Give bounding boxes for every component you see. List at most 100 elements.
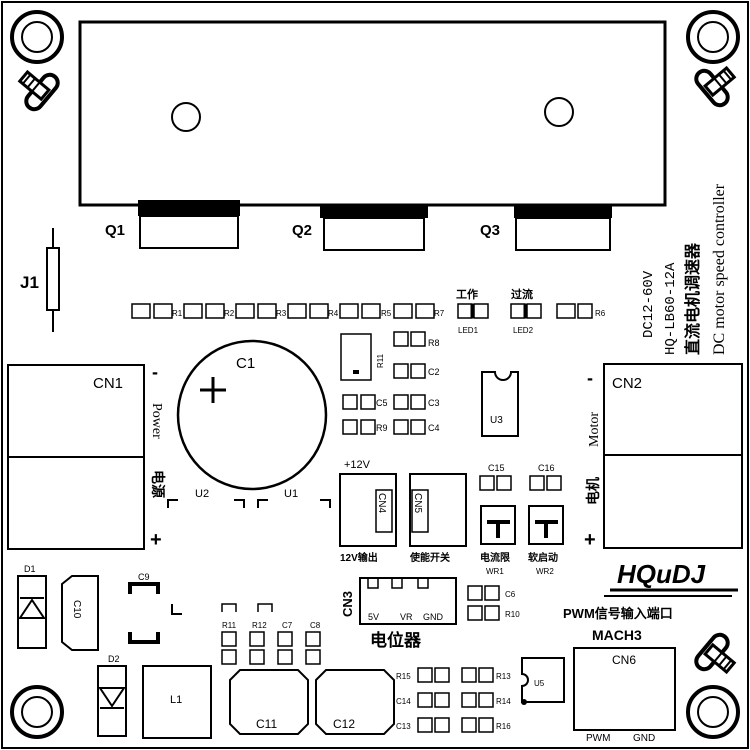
svg-text:J1: J1 bbox=[20, 273, 39, 292]
svg-text:电机: 电机 bbox=[585, 477, 601, 505]
svg-text:Motor: Motor bbox=[587, 412, 602, 447]
diode-d2: D2 bbox=[97, 654, 127, 737]
svg-text:-: - bbox=[587, 368, 593, 388]
mounting-hole-bottom-right bbox=[686, 685, 740, 739]
transistor-q1: Q1 bbox=[105, 200, 240, 249]
connector-cn3: CN3 5V VR GND 电位器 bbox=[340, 577, 457, 650]
mid-component-labels: R11 R8 C2 C5 C3 R9 C4 bbox=[376, 338, 440, 433]
svg-text:Q2: Q2 bbox=[292, 222, 312, 239]
svg-text:WR2: WR2 bbox=[536, 567, 554, 576]
inductor-l1: L1 bbox=[142, 665, 212, 739]
mid-component-block bbox=[340, 331, 426, 435]
svg-text:C8: C8 bbox=[310, 621, 321, 630]
svg-text:Q1: Q1 bbox=[105, 222, 125, 239]
svg-text:+: + bbox=[150, 529, 162, 551]
svg-text:C1: C1 bbox=[236, 355, 255, 372]
bottom-right-small-labels: R15 C14 C13 R13 R14 R16 bbox=[396, 672, 511, 731]
c6-r10: C6 R10 bbox=[467, 585, 520, 621]
heatsink bbox=[78, 20, 667, 207]
svg-text:C9: C9 bbox=[138, 572, 150, 582]
svg-text:CN6: CN6 bbox=[612, 653, 636, 667]
pin1-marker bbox=[353, 370, 359, 374]
english-title: DC motor speed controller bbox=[711, 183, 728, 355]
svg-text:R13: R13 bbox=[496, 672, 511, 681]
svg-text:U3: U3 bbox=[490, 415, 503, 426]
svg-text:D2: D2 bbox=[108, 654, 120, 664]
svg-text:LED2: LED2 bbox=[513, 326, 534, 335]
led-1: 工作 LED1 bbox=[456, 287, 489, 335]
svg-text:C2: C2 bbox=[428, 367, 440, 377]
svg-text:LED1: LED1 bbox=[458, 326, 479, 335]
svg-text:C7: C7 bbox=[282, 621, 293, 630]
regulator-u2-label: U2 bbox=[195, 488, 209, 500]
power-labels: - Power 电源 + bbox=[149, 362, 166, 551]
svg-text:CN5: CN5 bbox=[412, 493, 423, 513]
svg-text:R4: R4 bbox=[328, 309, 339, 318]
chinese-title: 直流电机调速器 bbox=[683, 242, 702, 355]
ic-u3: U3 bbox=[481, 371, 519, 437]
bottom-small-labels: R11 R12 C7 C8 bbox=[222, 621, 321, 630]
svg-text:MACH3: MACH3 bbox=[592, 627, 642, 643]
svg-text:WR1: WR1 bbox=[486, 567, 504, 576]
svg-text:R11: R11 bbox=[222, 621, 237, 630]
svg-text:R11: R11 bbox=[376, 353, 385, 368]
svg-text:R10: R10 bbox=[505, 610, 520, 619]
regulator-u1-label: U1 bbox=[284, 488, 298, 500]
transistor-q2: Q2 bbox=[292, 204, 428, 251]
capacitor-c11: C11 bbox=[229, 669, 309, 735]
svg-text:C14: C14 bbox=[396, 697, 411, 706]
screw-icon bbox=[17, 69, 60, 112]
out12v-label: 12V输出 bbox=[340, 551, 378, 564]
svg-text:5V: 5V bbox=[368, 612, 379, 622]
svg-text:Q3: Q3 bbox=[480, 222, 500, 239]
svg-text:R3: R3 bbox=[276, 309, 287, 318]
enable-switch-label: 使能开关 bbox=[409, 551, 450, 564]
board-title-block: DC12-60V HQ-LB60-12A 直流电机调速器 DC motor sp… bbox=[641, 183, 728, 355]
header-cn4: CN4 bbox=[339, 473, 397, 547]
svg-text:GND: GND bbox=[423, 612, 444, 622]
led-2: 过流 LED2 bbox=[510, 287, 542, 335]
transistor-q3: Q3 bbox=[480, 204, 612, 251]
brand-logo: HQuDJ bbox=[604, 559, 738, 597]
svg-text:软启动: 软启动 bbox=[528, 551, 558, 564]
svg-text:GND: GND bbox=[633, 733, 655, 744]
bottom-right-small-parts bbox=[417, 667, 494, 733]
pwm-input-port: PWM信号输入端口 MACH3 CN6 PWM GND bbox=[563, 606, 676, 744]
resistor-row-top bbox=[131, 303, 593, 319]
svg-text:R16: R16 bbox=[496, 722, 511, 731]
svg-text:PWM信号输入端口: PWM信号输入端口 bbox=[563, 606, 673, 621]
ic-u5: U5 bbox=[521, 657, 565, 705]
trim-block: C15 C16 电流限 软启动 WR1 WR2 bbox=[479, 463, 564, 576]
svg-text:C15: C15 bbox=[488, 463, 505, 473]
screw-icon bbox=[694, 632, 737, 675]
svg-text:C6: C6 bbox=[505, 590, 516, 599]
svg-text:L1: L1 bbox=[170, 694, 182, 706]
mounting-hole-top-right bbox=[686, 10, 740, 64]
svg-text:R15: R15 bbox=[396, 672, 411, 681]
terminal-cn2: CN2 bbox=[603, 363, 743, 549]
capacitor-c1: C1 bbox=[176, 339, 328, 491]
svg-text:R8: R8 bbox=[428, 338, 440, 348]
svg-text:CN1: CN1 bbox=[93, 375, 123, 392]
svg-text:C16: C16 bbox=[538, 463, 555, 473]
resistor-labels-top: R1 R2 R3 R4 R5 R7 R6 bbox=[172, 309, 606, 318]
bottom-small-parts bbox=[221, 603, 321, 665]
svg-text:CN3: CN3 bbox=[340, 591, 355, 617]
mounting-hole-bottom-left bbox=[10, 685, 64, 739]
svg-text:R9: R9 bbox=[376, 423, 388, 433]
svg-text:VR: VR bbox=[400, 612, 413, 622]
svg-text:PWM: PWM bbox=[586, 733, 610, 744]
diode-d1: D1 bbox=[17, 564, 47, 649]
svg-text:R12: R12 bbox=[252, 621, 267, 630]
motor-labels: - Motor 电机 + bbox=[584, 368, 602, 551]
jumper-j1: J1 bbox=[20, 228, 60, 332]
svg-text:HQuDJ: HQuDJ bbox=[617, 559, 706, 589]
svg-text:R14: R14 bbox=[496, 697, 511, 706]
svg-text:C11: C11 bbox=[256, 717, 277, 731]
svg-text:D1: D1 bbox=[24, 564, 36, 574]
svg-text:CN2: CN2 bbox=[612, 375, 642, 392]
svg-text:C5: C5 bbox=[376, 398, 388, 408]
capacitor-c12: C12 bbox=[315, 669, 395, 735]
